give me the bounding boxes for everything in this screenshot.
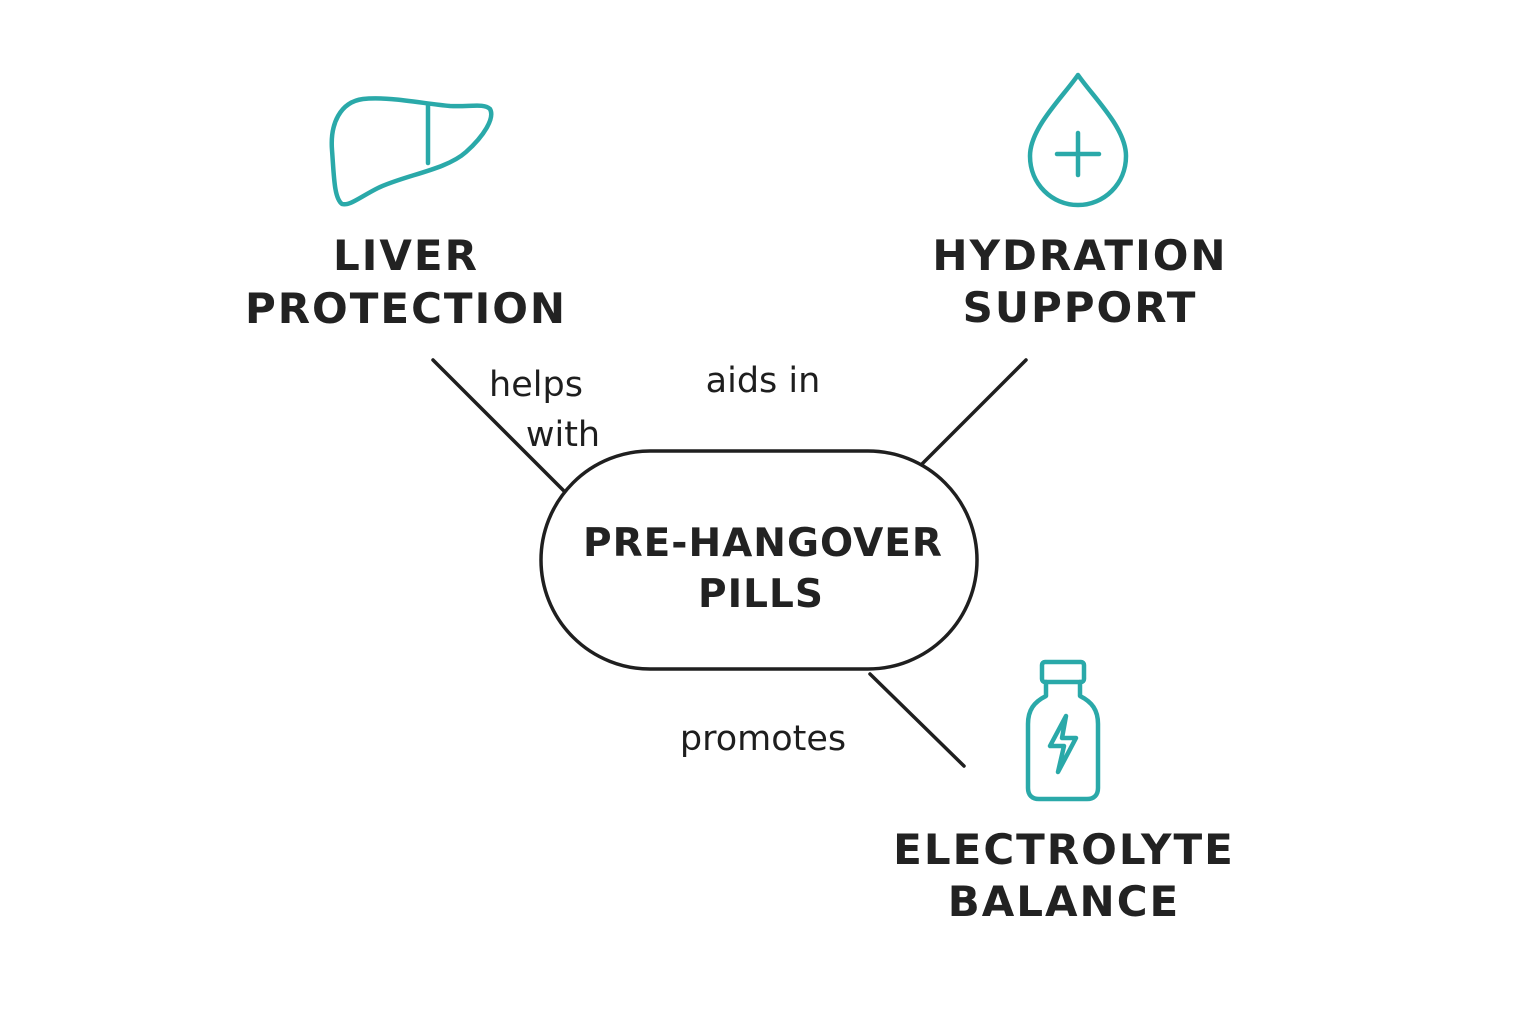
connector-hydration bbox=[918, 358, 1028, 468]
connector-electrolyte bbox=[868, 672, 966, 768]
electrolyte-node: ELECTROLYTE BALANCE bbox=[893, 659, 1235, 926]
connector-liver bbox=[431, 358, 568, 495]
hydration-title-line2: SUPPORT bbox=[963, 283, 1198, 332]
edge-label-hydration: aids in bbox=[706, 361, 821, 401]
liver-icon bbox=[329, 96, 494, 207]
water-drop-plus-icon bbox=[1027, 72, 1129, 208]
edge-label-liver-line1: helps bbox=[489, 365, 583, 405]
liver-node: LIVER PROTECTION bbox=[245, 96, 567, 333]
center-node: PRE-HANGOVER PILLS bbox=[539, 449, 979, 671]
edge-label-electrolyte: promotes bbox=[680, 719, 846, 759]
electrolyte-title-line1: ELECTROLYTE bbox=[893, 825, 1235, 874]
bottle-lightning-icon bbox=[1025, 659, 1101, 802]
center-title-line2: PILLS bbox=[698, 572, 824, 617]
hydration-node: HYDRATION SUPPORT bbox=[932, 72, 1227, 332]
center-pill-shape bbox=[539, 449, 979, 671]
liver-title-line2: PROTECTION bbox=[245, 284, 567, 333]
center-title-line1: PRE-HANGOVER bbox=[583, 521, 943, 566]
electrolyte-title-line2: BALANCE bbox=[948, 877, 1180, 926]
hydration-title-line1: HYDRATION bbox=[932, 231, 1227, 280]
edge-label-liver-line2: with bbox=[526, 415, 600, 455]
liver-title-line1: LIVER bbox=[333, 231, 479, 280]
